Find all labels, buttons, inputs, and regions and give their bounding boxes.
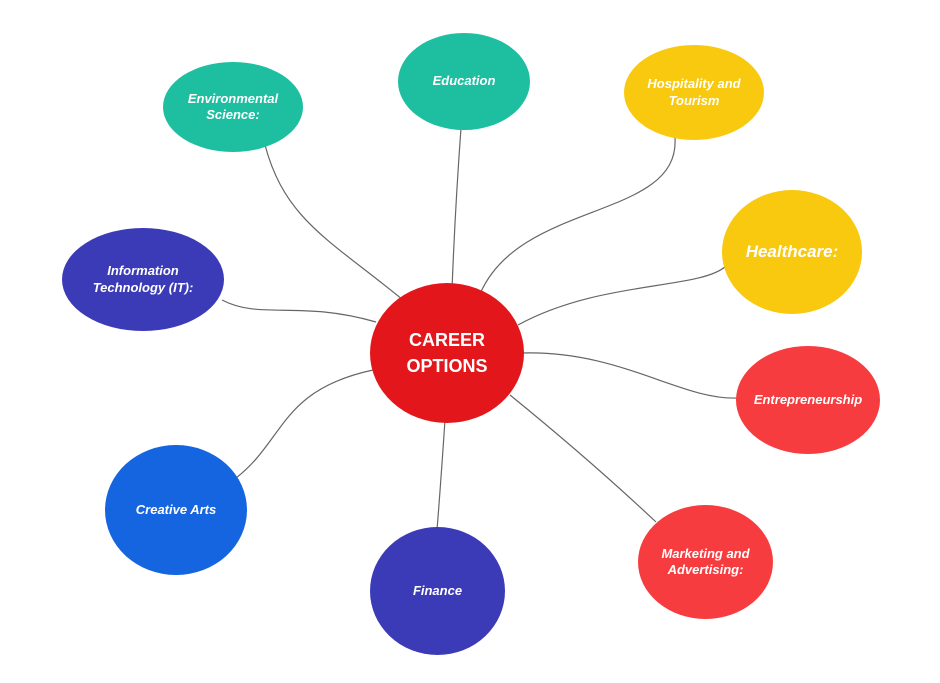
connector-creative-arts	[235, 369, 374, 479]
connector-healthcare	[517, 265, 727, 326]
connector-education	[451, 127, 462, 291]
node-information-technology[interactable]: Information Technology (IT):	[62, 228, 224, 331]
connector-finance	[436, 419, 446, 531]
connector-information-technology	[221, 299, 377, 323]
node-entrepreneurship[interactable]: Entrepreneurship	[736, 346, 880, 454]
node-hospitality-tourism[interactable]: Hospitality and Tourism	[624, 45, 764, 140]
node-marketing-advertising[interactable]: Marketing and Advertising:	[638, 505, 773, 619]
connector-marketing-advertising	[509, 394, 657, 523]
connector-environmental-science	[264, 144, 404, 301]
node-creative-arts[interactable]: Creative Arts	[105, 445, 247, 575]
node-education[interactable]: Education	[398, 33, 530, 130]
center-node-career-options[interactable]: CAREER OPTIONS	[370, 283, 524, 423]
node-finance[interactable]: Finance	[370, 527, 505, 655]
node-environmental-science[interactable]: Environmental Science:	[163, 62, 303, 152]
connector-entrepreneurship	[521, 352, 738, 399]
connector-hospitality-tourism	[479, 137, 676, 295]
node-healthcare[interactable]: Healthcare:	[722, 190, 862, 314]
